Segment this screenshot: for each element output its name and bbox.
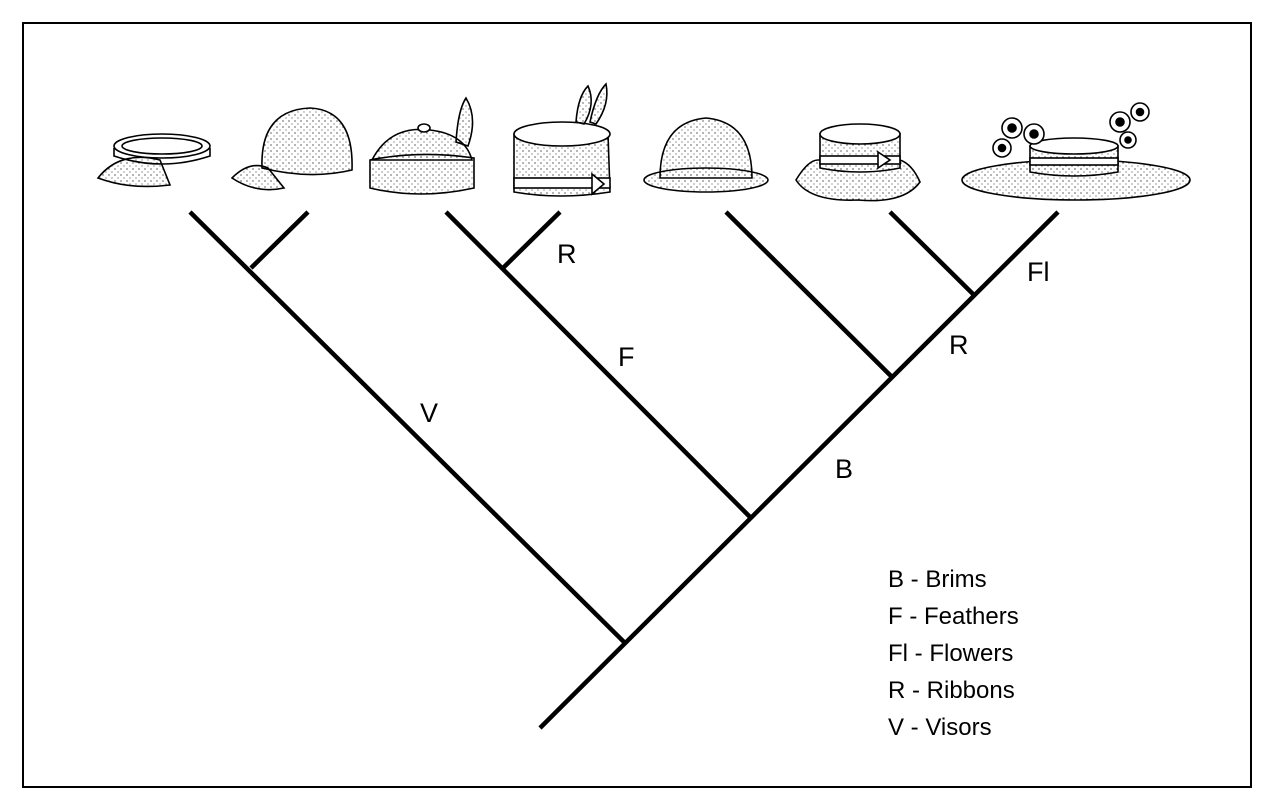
bowler-hat-icon — [643, 117, 769, 193]
cap-hat-icon — [230, 107, 353, 191]
legend-item: V - Visors — [888, 714, 992, 741]
branch-label-brims: B — [835, 454, 854, 484]
ribbon-feather-branch — [501, 210, 562, 270]
visor-hat-icon — [96, 133, 211, 188]
bucket-branch — [888, 210, 977, 298]
branch-label-feathers: F — [618, 342, 635, 372]
bowler-branch — [724, 210, 895, 380]
visor-branch — [188, 210, 628, 646]
cap-branch — [249, 210, 310, 270]
feather-ribbon-hat-icon — [513, 82, 611, 197]
legend-item: F - Feathers — [888, 603, 1019, 630]
legend-item: R - Ribbons — [888, 677, 1015, 704]
branch-label-flowers: Fl — [1027, 257, 1050, 287]
branch-label-visors: V — [420, 398, 439, 428]
branch-label-ribbons-upper: R — [557, 239, 577, 269]
legend-item: Fl - Flowers — [888, 640, 1014, 667]
feathered-cap-hat-icon — [369, 96, 475, 195]
ribbon-bucket-hat-icon — [795, 123, 921, 202]
feather-branch — [444, 210, 753, 520]
flower-ribbon-hat-icon — [961, 102, 1191, 201]
branch-label-ribbons-right: R — [949, 330, 969, 360]
legend: B - Brims F - Feathers Fl - Flowers R - … — [888, 565, 1019, 750]
tree-branches — [188, 210, 1060, 730]
legend-item: B - Brims — [888, 566, 987, 593]
